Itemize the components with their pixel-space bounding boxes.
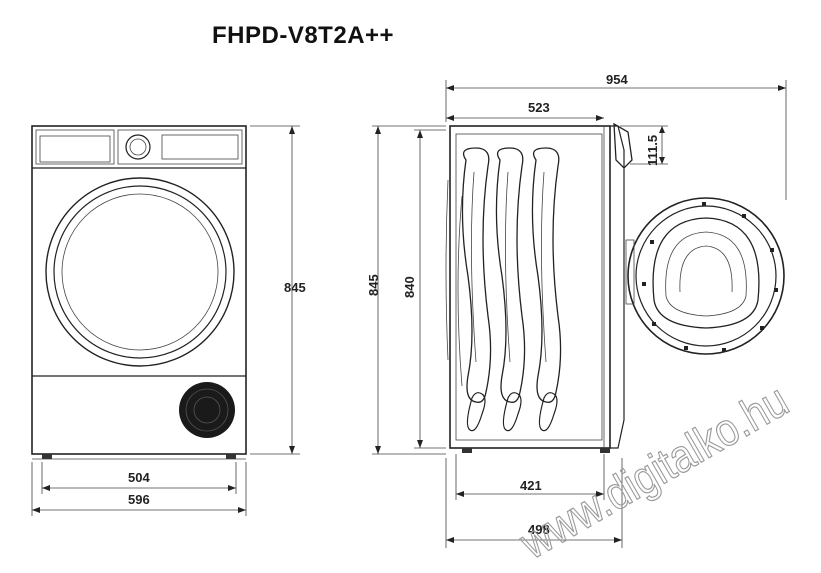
front-view: 845 504 596 bbox=[31, 125, 306, 516]
front-door-ring bbox=[45, 177, 235, 367]
watermark-text: www.digitalko.hu bbox=[510, 374, 797, 569]
watermark: www.digitalko.hu bbox=[510, 373, 798, 570]
program-knob bbox=[125, 134, 151, 160]
door-glass-bowl bbox=[652, 217, 760, 329]
side-view: 954 523 111.5 845 840 421 498 bbox=[366, 72, 787, 548]
front-body-outline bbox=[31, 125, 247, 455]
door-protrusion-label: 111.5 bbox=[645, 135, 660, 166]
filter-grille bbox=[179, 382, 235, 438]
model-title: FHPD-V8T2A++ bbox=[212, 22, 395, 49]
total-depth-label: 954 bbox=[606, 72, 628, 87]
front-total-width-label: 596 bbox=[128, 492, 150, 507]
front-door-glass bbox=[53, 185, 227, 359]
door-outer-ring bbox=[627, 197, 785, 355]
body-depth-label: 523 bbox=[528, 100, 550, 115]
display-panel bbox=[161, 134, 239, 160]
side-ribs bbox=[461, 147, 562, 432]
front-inner-width-label: 504 bbox=[128, 470, 150, 485]
detergent-drawer bbox=[35, 129, 115, 165]
open-door bbox=[613, 122, 785, 355]
front-height-label: 845 bbox=[284, 280, 306, 295]
foot-span-label: 421 bbox=[520, 478, 542, 493]
body-height-label: 840 bbox=[402, 276, 417, 298]
control-panel bbox=[117, 129, 243, 165]
side-body-outline bbox=[449, 125, 611, 449]
lower-depth-label: 498 bbox=[528, 522, 550, 537]
side-height-label: 845 bbox=[366, 274, 381, 296]
